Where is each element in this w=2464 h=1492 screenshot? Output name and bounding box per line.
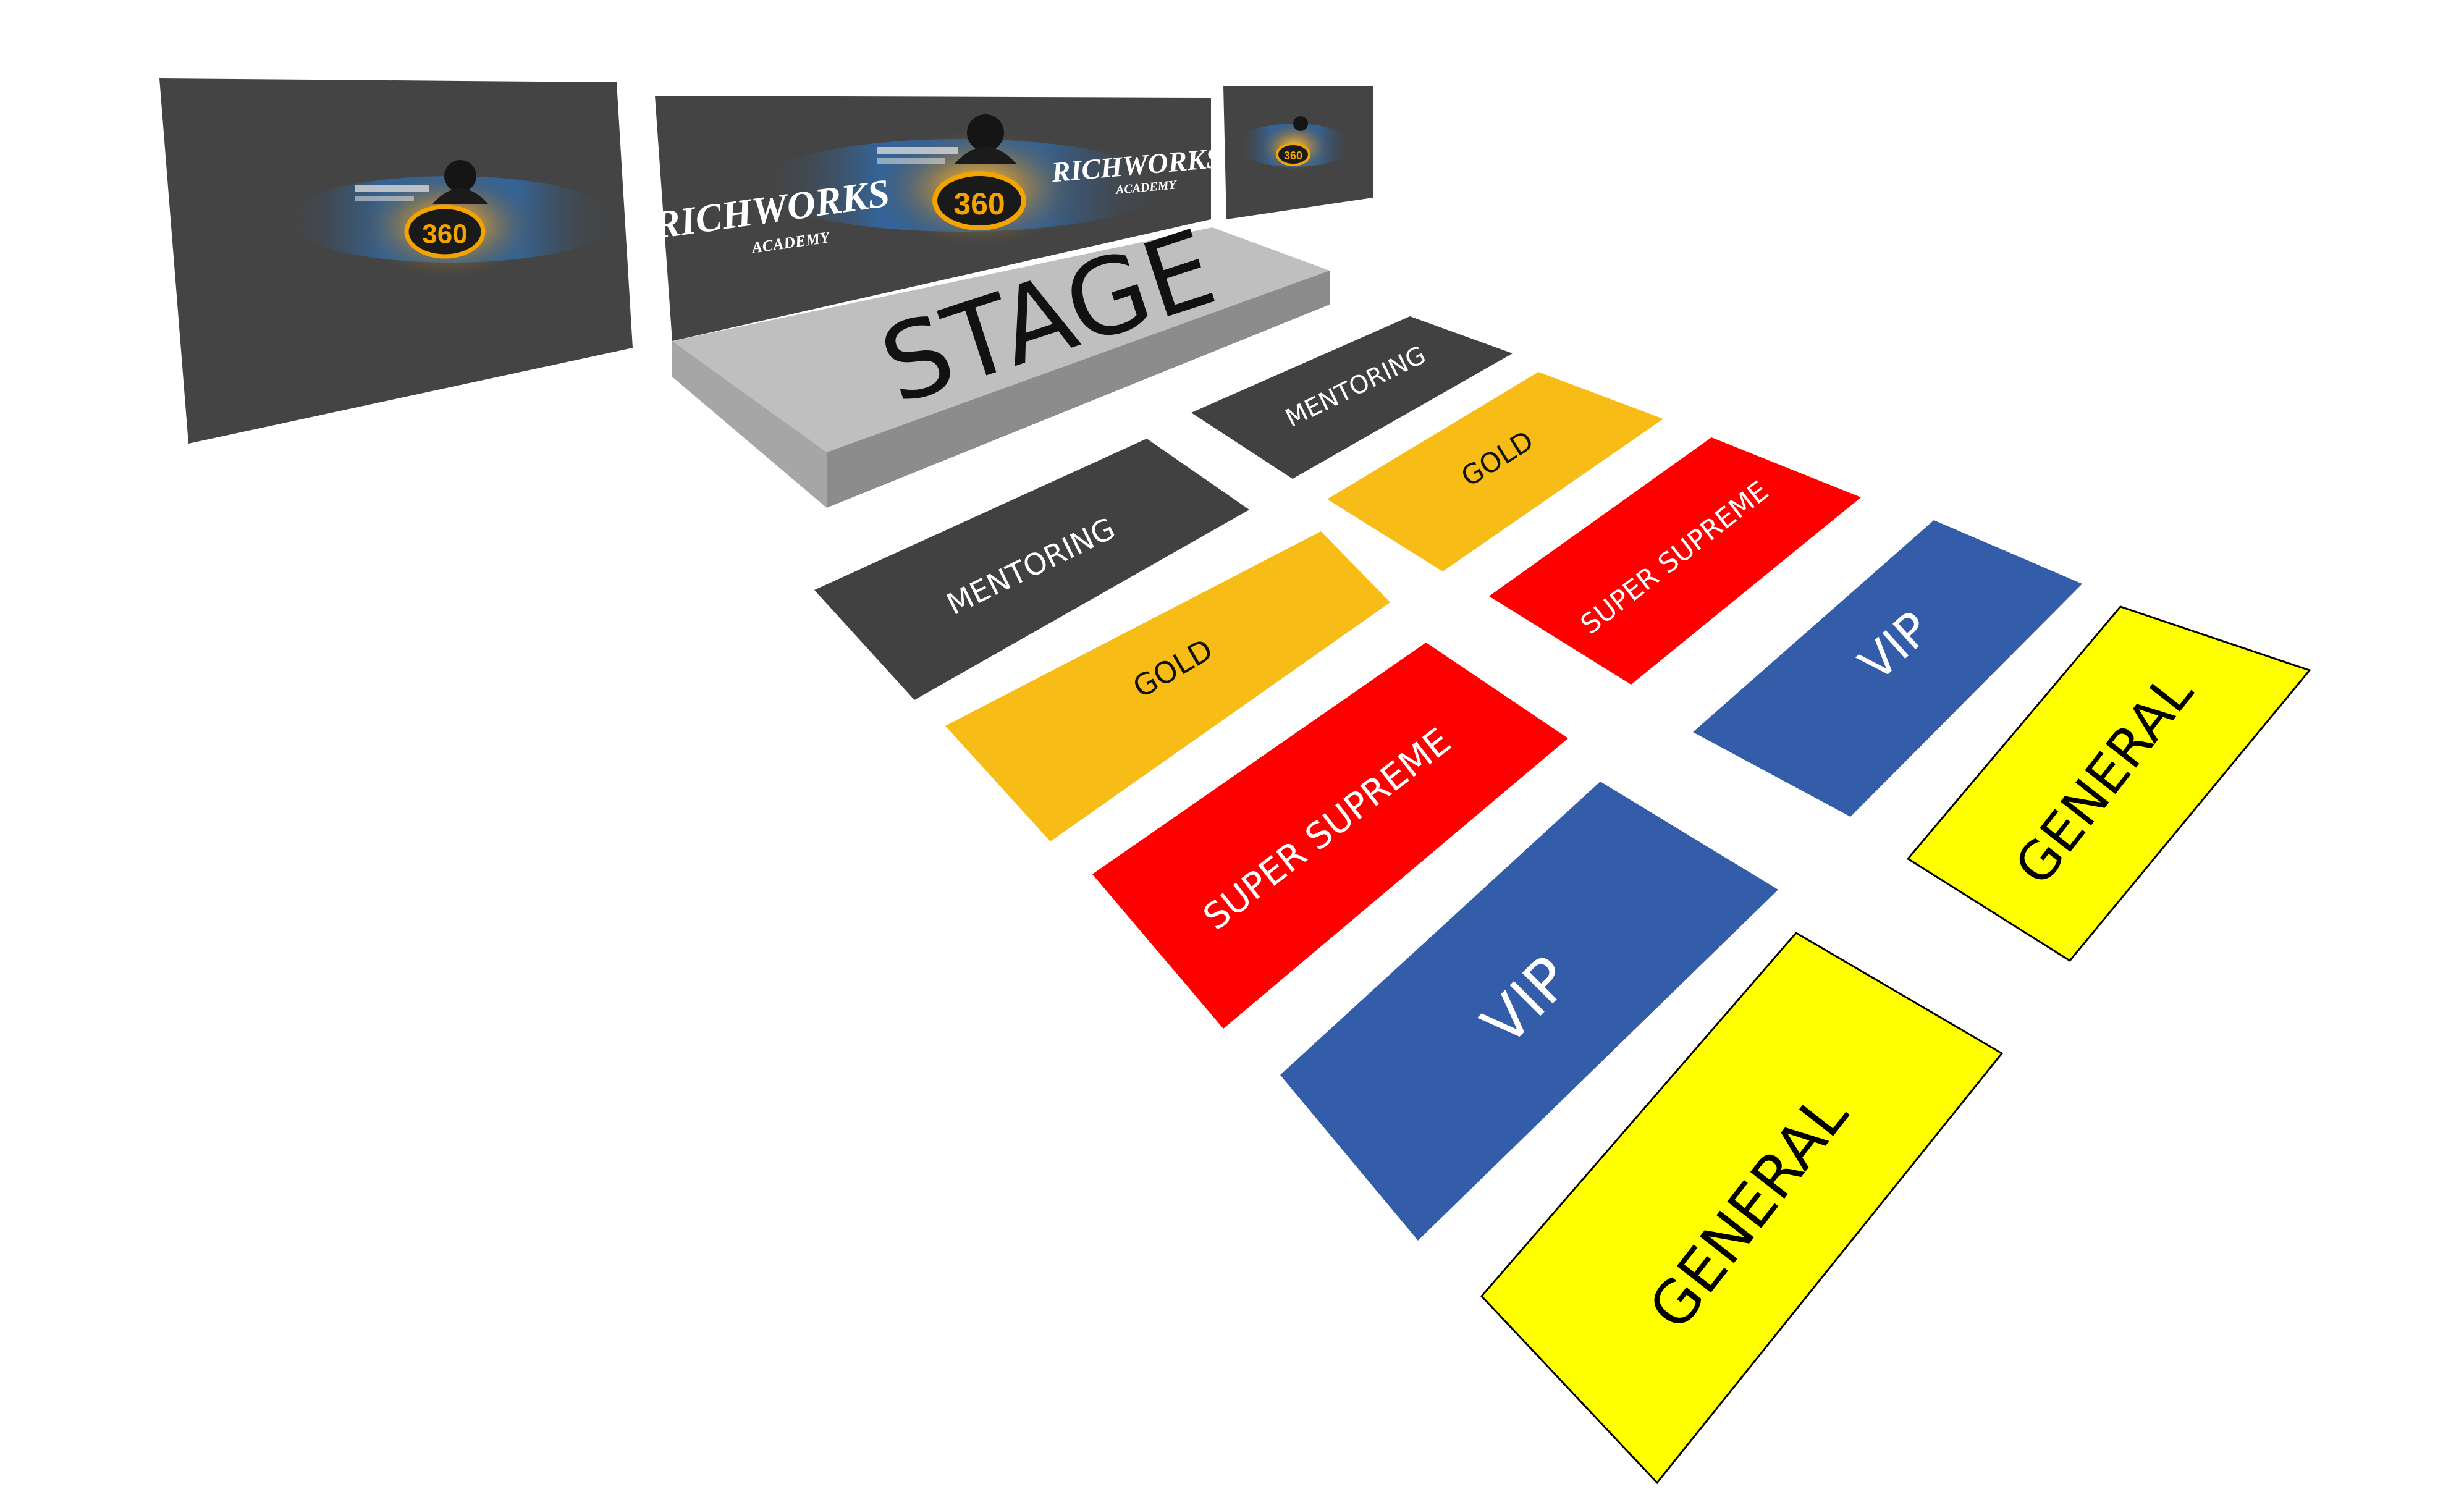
right-badge-icon bbox=[1276, 143, 1310, 166]
stage-side bbox=[672, 341, 827, 508]
left-badge-icon bbox=[404, 204, 486, 259]
zone-supreme-right-area bbox=[1489, 437, 1861, 685]
zone-general-center-area bbox=[1480, 932, 2004, 1485]
zone-gold-right: GOLD bbox=[1327, 372, 1663, 571]
zone-vip-center-area bbox=[1280, 782, 1778, 1241]
right-badge-number: 360 bbox=[1284, 150, 1302, 162]
zone-gold-center-area bbox=[945, 531, 1390, 841]
center-badge-number: 360 bbox=[953, 187, 1005, 221]
right-screen-artwork: 360 bbox=[1236, 116, 1353, 173]
left-screen-artwork: 360 bbox=[284, 160, 618, 281]
zone-gold-right-area bbox=[1327, 372, 1663, 571]
zone-vip-center: VIP bbox=[1280, 782, 1778, 1241]
zone-vip-right: VIP bbox=[1693, 520, 2082, 817]
zone-supreme-center-area bbox=[1092, 643, 1568, 1029]
center-screen: 360 RICHWORKS ACADEMY RICHWORKS ACADEMY bbox=[651, 96, 1223, 341]
zone-gold-center: GOLD bbox=[945, 531, 1390, 841]
zone-mentoring-right-area bbox=[1191, 316, 1513, 479]
zone-mentoring-center-area bbox=[814, 439, 1249, 700]
left-badge-number: 360 bbox=[422, 219, 467, 250]
right-screen: 360 bbox=[1223, 86, 1373, 219]
stage-front bbox=[827, 271, 1330, 508]
stage-top bbox=[672, 227, 1330, 452]
center-badge-icon bbox=[932, 171, 1026, 230]
left-screen: 360 bbox=[159, 78, 633, 444]
zone-general-right-area bbox=[1906, 605, 2311, 962]
zone-vip-right-area bbox=[1693, 520, 2082, 817]
center-screen-artwork: 360 RICHWORKS ACADEMY RICHWORKS ACADEMY bbox=[651, 114, 1223, 257]
